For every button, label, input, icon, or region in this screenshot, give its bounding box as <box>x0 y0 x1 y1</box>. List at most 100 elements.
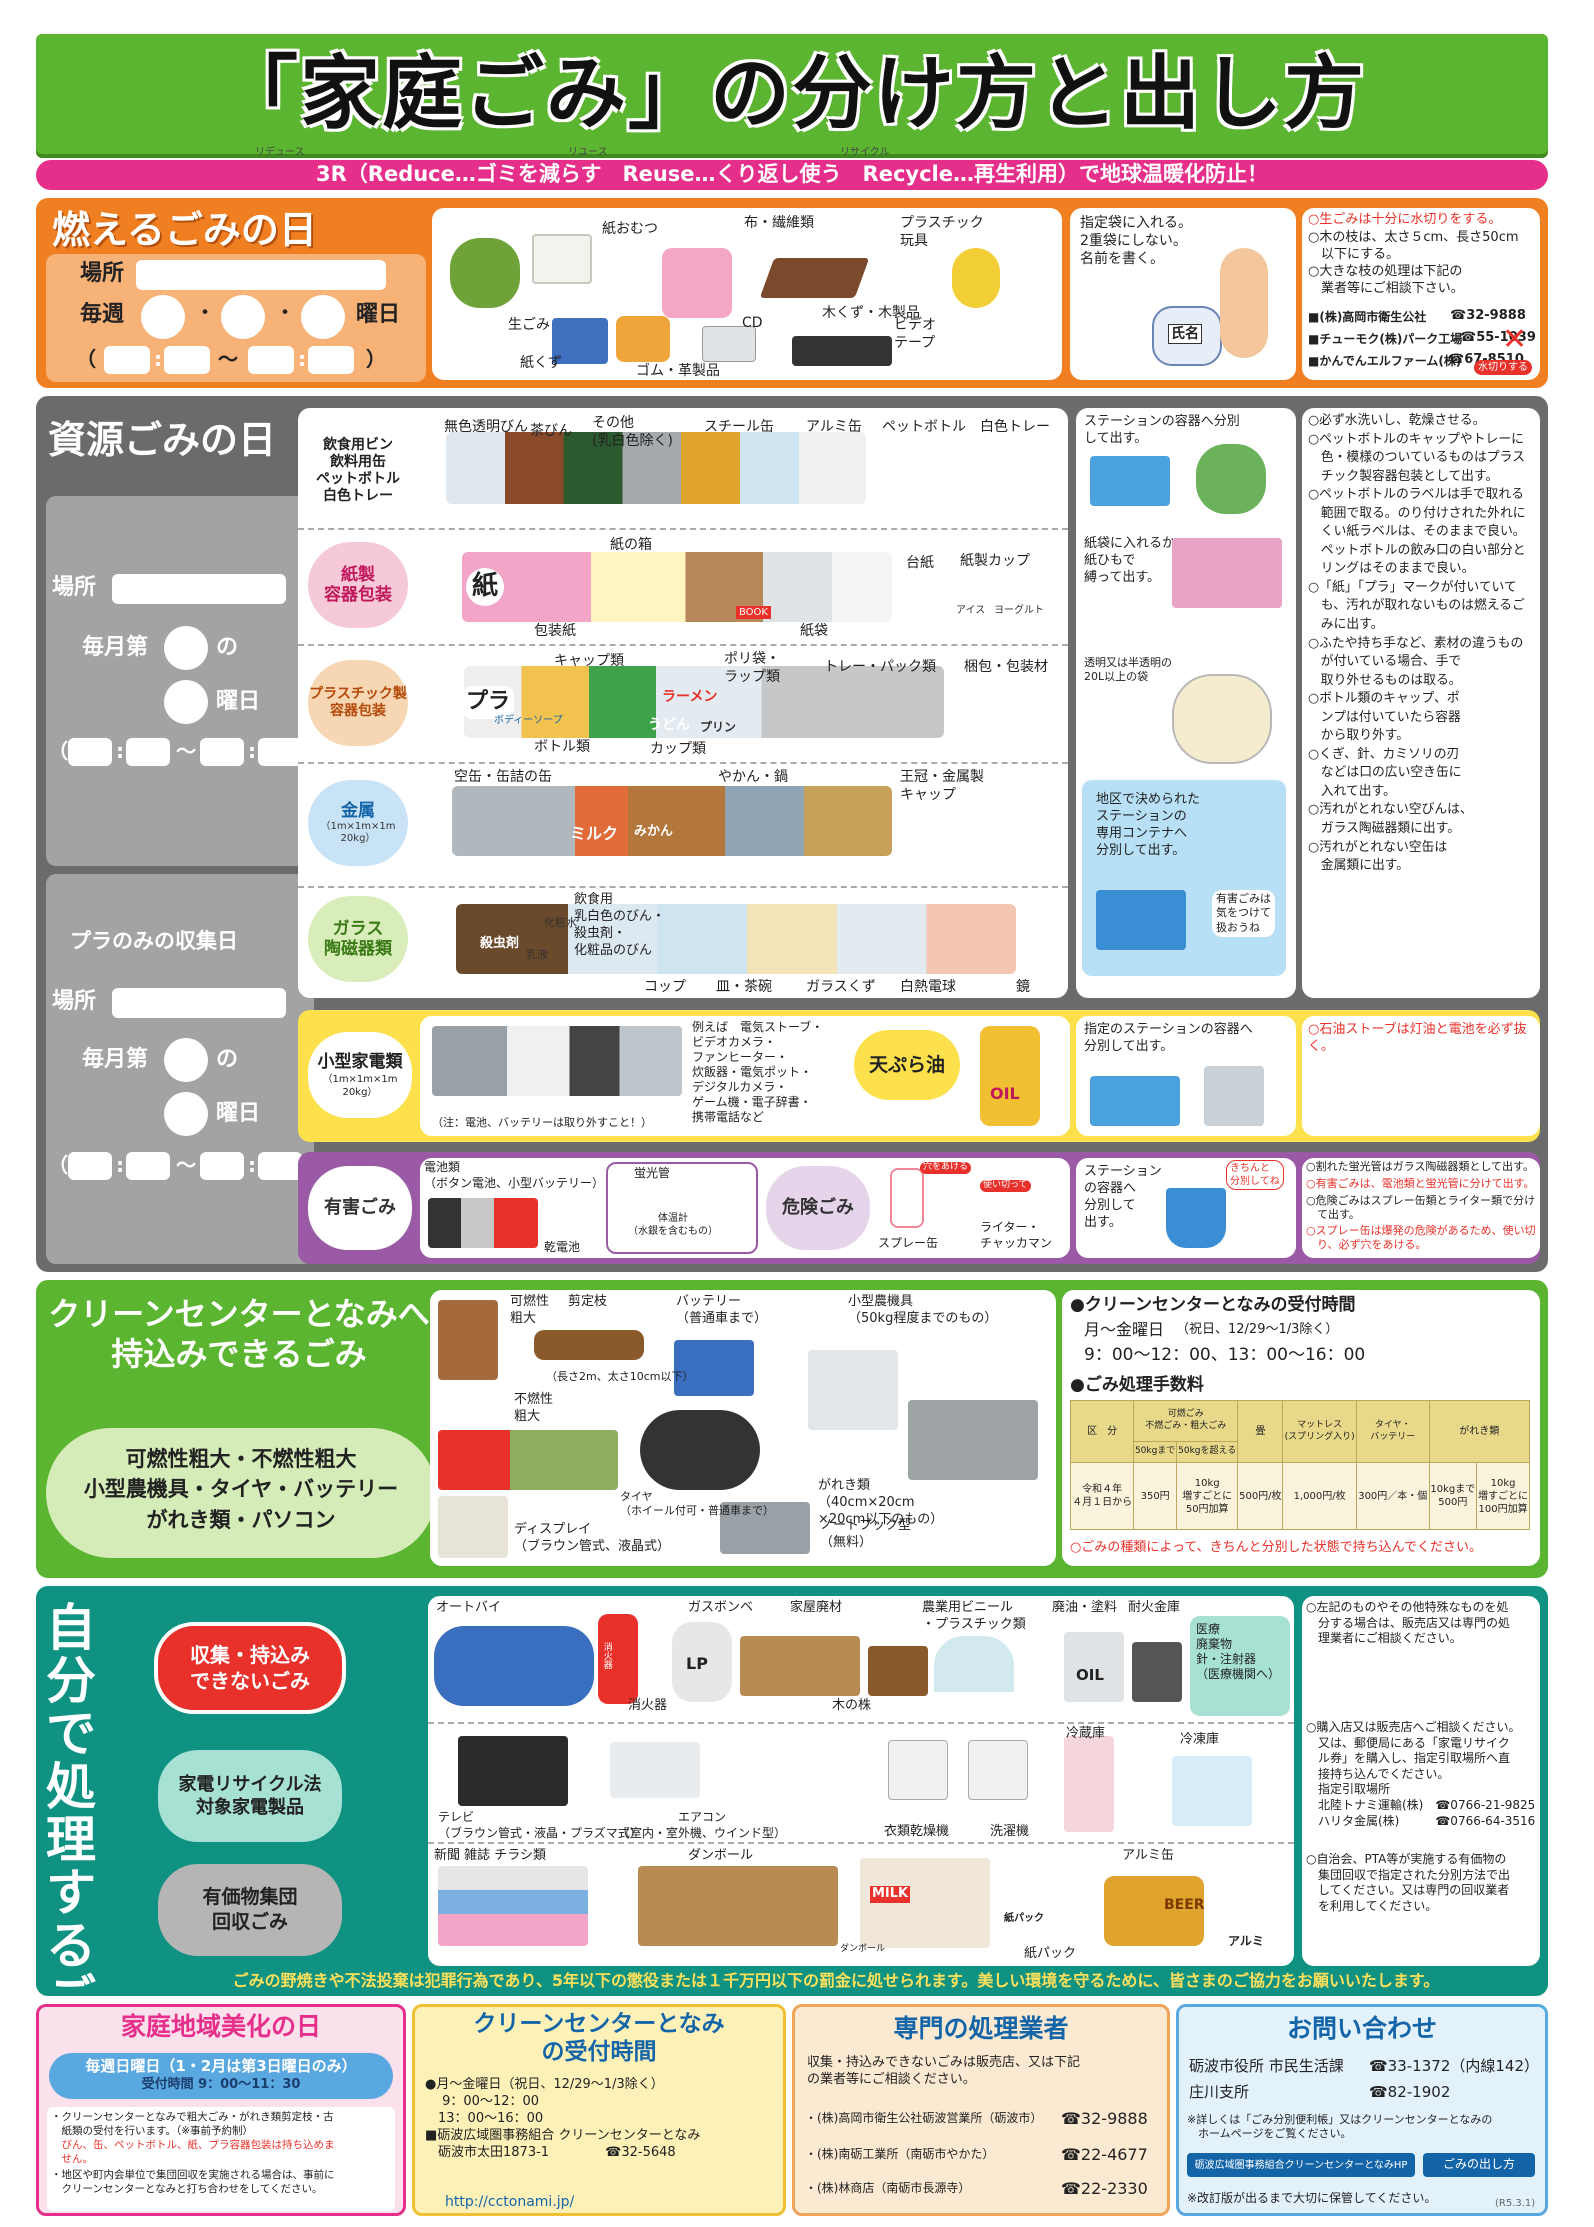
burnable-day-circle-3[interactable] <box>301 295 345 339</box>
item-label: がれき類 （40cm×20cm ×20cm以下のもの） <box>818 1478 944 1527</box>
furniture-art <box>438 1300 498 1380</box>
oil-can-art <box>980 1026 1040 1126</box>
plastic-time-field-1[interactable] <box>68 1152 112 1180</box>
warning-bar: ごみの野焼きや不法投棄は犯罪行為であり、5年以下の懲役または１千万円以下の罰金に… <box>132 1970 1540 1992</box>
tire-art <box>640 1410 760 1490</box>
hp-button[interactable]: 砺波広域圏事務組合クリーンセンターとなみHP <box>1187 2153 1415 2177</box>
art-word: 化粧水 <box>544 916 577 929</box>
fee-subheader: 50kgまで <box>1133 1440 1178 1464</box>
art-word: OIL <box>1076 1666 1104 1684</box>
beauty-day-box: 家庭地域美化の日 毎週日曜日（1・2月は第3日曜日のみ） 受付時間 9：00〜1… <box>36 2004 406 2216</box>
plastic-day-circle[interactable] <box>164 1092 208 1136</box>
plastic-only-heading: プラのみの収集日 <box>70 929 238 953</box>
item-label: 紙くず <box>520 355 562 371</box>
danger-label: 危険ごみ <box>766 1166 870 1250</box>
burnable-time-field-3[interactable] <box>248 346 294 374</box>
bag-art <box>616 316 670 362</box>
plastic-time-field-2[interactable] <box>126 1152 170 1180</box>
useup-badge: 使い切って <box>980 1180 1031 1192</box>
specialist-name: ・(株)南砺工業所（南砺市やかた） <box>805 2147 995 2161</box>
burnable-instruction-panel: 指定袋に入れる。 2重袋にしない。 名前を書く。 氏名 <box>1070 208 1296 380</box>
item-label: ダンボール <box>688 1848 754 1863</box>
videotape-art <box>792 336 892 366</box>
bottles-art <box>446 432 866 504</box>
slogan-text: 3R（Reduce…ゴミを減らす Reuse…くり返し使う Recycle…再生… <box>316 162 1268 187</box>
burnable-time-field-4[interactable] <box>308 346 354 374</box>
resource-week-circle[interactable] <box>164 626 208 670</box>
item-label: 空缶・缶詰の缶 <box>454 769 552 785</box>
small-appliance-note: ○石油ストーブは灯油と電池を必ず抜く。 <box>1308 1022 1527 1054</box>
ruby-reduce: リデュース <box>255 147 305 158</box>
fee-value: 300円／本・個 <box>1355 1462 1430 1530</box>
art-word: 乳液 <box>526 948 548 961</box>
howto-button[interactable]: ごみの出し方 <box>1423 2153 1535 2177</box>
burnable-day-circle-2[interactable] <box>221 295 265 339</box>
can-art <box>1104 1876 1204 1946</box>
art-word: アルミ <box>1228 1934 1264 1948</box>
item-label: 剪定枝 <box>568 1294 608 1309</box>
item-label: コップ <box>644 979 686 995</box>
burnable-note-1: ○生ごみは十分に水切りをする。 <box>1308 212 1502 227</box>
contact-title: お問い合わせ <box>1286 2014 1437 2043</box>
resource-time-field-3[interactable] <box>200 738 244 766</box>
item-label: ポリ袋・ ラップ類 <box>724 651 780 686</box>
metal-art <box>452 786 892 856</box>
specialist-tel: ☎22-2330 <box>1061 2179 1148 2198</box>
hazardous-note: ○割れた蛍光管はガラス陶磁器類として出す。 <box>1306 1160 1534 1173</box>
beauty-note: びん、缶、ペットボトル、紙、プラ容器包装は持ち込めま せん。 <box>61 2139 335 2165</box>
burnable-note-2: ○木の枝は、太さ５cm、長さ50cm 以下にする。 <box>1308 230 1519 262</box>
item-label: テレビ （ブラウン管式・液晶・プラズマ式） <box>438 1810 642 1840</box>
plastic-place-field[interactable] <box>112 988 286 1018</box>
hazardous-instr-text: ステーション の容器へ 分別して 出す。 <box>1084 1164 1162 1230</box>
resource-day-circle[interactable] <box>164 680 208 724</box>
reception-lines: ●月〜金曜日（祝日、12/29〜1/3除く） 9：00〜12：00 13：00〜… <box>425 2077 701 2160</box>
time-colon: : <box>248 739 256 763</box>
item-label: カップ類 <box>650 741 706 757</box>
reception-url[interactable]: http://cctonami.jp/ <box>445 2194 575 2210</box>
time-open: （ <box>48 739 68 763</box>
item-label: 洗濯機 <box>990 1824 1030 1839</box>
row-divider <box>428 1842 1294 1844</box>
item-label: 不燃性 粗大 <box>514 1392 554 1424</box>
burnable-items-panel: 紙おむつ 布・繊維類 プラスチック 玩具 生ごみ 木くず・木製品 CD ビデオ … <box>432 208 1062 380</box>
art-word: ヨーグルト <box>994 605 1044 616</box>
resource-notes-panel: ○必ず水洗いし、乾燥させる。 ○ペットボトルのキャップやトレーに 色・模様のつい… <box>1302 408 1540 998</box>
burnable-time-field-2[interactable] <box>164 346 210 374</box>
fee-row-label: 令和４年 ４月１日から <box>1069 1462 1135 1530</box>
tv-art <box>458 1736 568 1806</box>
contractor-tel: ☎32-9888 <box>1450 308 1526 323</box>
resource-place-field[interactable] <box>112 574 286 604</box>
hole-badge: 穴をあける <box>920 1162 972 1174</box>
art-word: MILK <box>870 1886 911 1903</box>
metal-instr-box: 地区で決められた ステーションの 専用コンテナへ 分別して出す。 有害ごみは 気… <box>1082 780 1286 976</box>
plastic-week-circle[interactable] <box>164 1038 208 1082</box>
fluorescent-box: 蛍光管 体温計 （水銀を含むもの） <box>606 1162 758 1254</box>
medical-text: 医療 廃棄物 針・注射器 （医療機関へ） <box>1196 1622 1281 1681</box>
motorbike-art <box>434 1626 594 1706</box>
item-label: プラスチック 玩具 <box>900 215 984 250</box>
plastic-place-label: 場所 <box>52 989 97 1014</box>
plastic-time-field-4[interactable] <box>258 1152 302 1180</box>
burnable-place-field[interactable] <box>136 260 386 290</box>
trash-bag-art <box>450 238 520 308</box>
dot-sep: ・ <box>274 301 297 326</box>
resource-time-field-2[interactable] <box>126 738 170 766</box>
ruby-reuse: リユース <box>568 147 608 158</box>
time-colon: : <box>298 347 306 371</box>
contractor-name: ■チューモク(株)パーク工場 <box>1308 332 1463 346</box>
glass-art <box>456 904 1016 974</box>
small-appliance-instr: 指定のステーションの容器へ 分別して出す。 <box>1076 1016 1296 1136</box>
burnable-day-circle-1[interactable] <box>141 295 185 339</box>
item-label: 布・繊維類 <box>744 215 814 231</box>
contact-name: 砺波市役所 市民生活課 <box>1189 2057 1344 2075</box>
paper-bundle-art <box>1172 538 1282 608</box>
resource-time-field-4[interactable] <box>258 738 302 766</box>
basket-art <box>1090 456 1170 506</box>
lumber-art <box>740 1636 860 1696</box>
plastic-time-field-3[interactable] <box>200 1152 244 1180</box>
hours-days: 月〜金曜日 <box>1084 1320 1165 1339</box>
ruby-recycle: リサイクル <box>840 147 890 158</box>
burnable-time-field-1[interactable] <box>104 346 150 374</box>
item-label: オートバイ <box>436 1600 502 1615</box>
resource-time-field-1[interactable] <box>68 738 112 766</box>
